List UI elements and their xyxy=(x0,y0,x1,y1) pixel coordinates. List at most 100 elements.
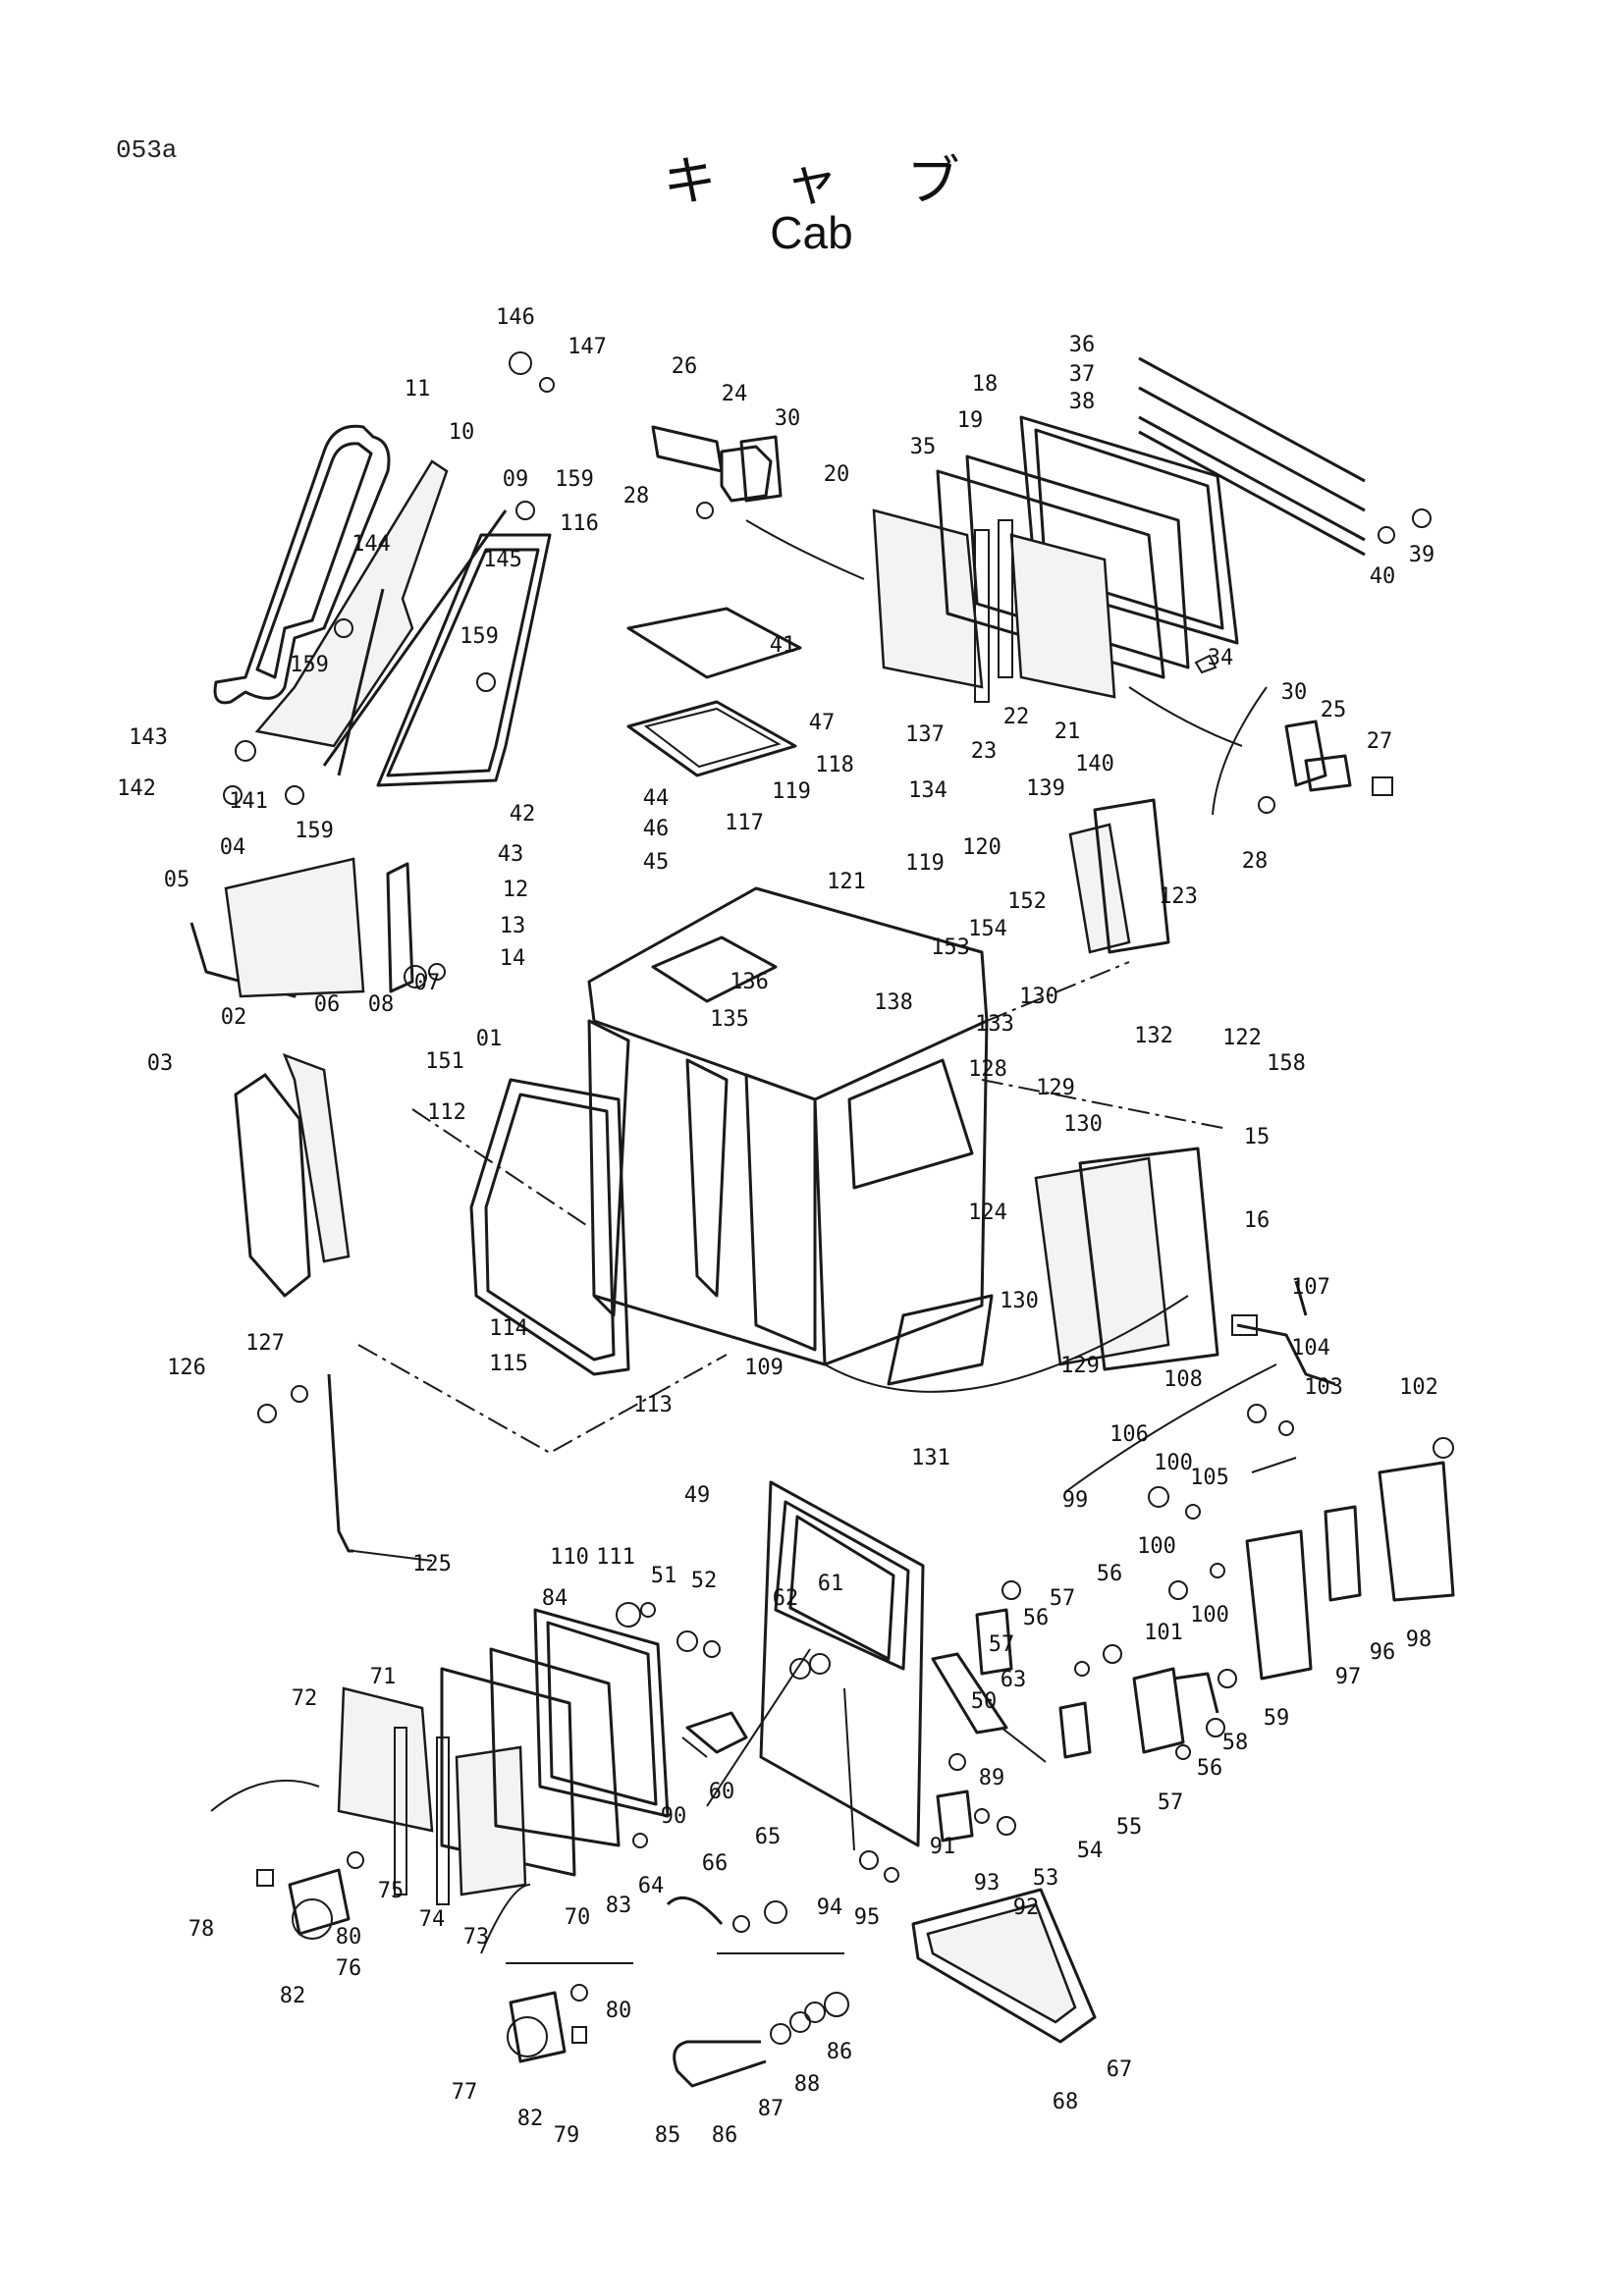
callout-22: 22 xyxy=(1003,705,1030,729)
callout-47: 47 xyxy=(809,711,836,735)
callout-43: 43 xyxy=(498,842,524,867)
callout-18: 18 xyxy=(972,372,999,397)
block-108 xyxy=(1231,1314,1258,1336)
screw-39 xyxy=(1412,508,1432,528)
roller-159-a xyxy=(515,501,535,520)
callout-60: 60 xyxy=(709,1780,735,1804)
front-window-seal xyxy=(234,1052,630,1376)
frame-84 xyxy=(533,1608,670,1818)
callout-68: 68 xyxy=(1053,2090,1079,2114)
callout-96: 96 xyxy=(1370,1640,1396,1665)
callout-16: 16 xyxy=(1244,1208,1271,1233)
callout-85: 85 xyxy=(655,2123,681,2148)
callout-50: 50 xyxy=(971,1689,998,1714)
callout-66: 66 xyxy=(702,1851,729,1876)
front-lower-window xyxy=(189,857,446,998)
bolt-92 xyxy=(997,1816,1016,1836)
washer-57-b xyxy=(1074,1661,1090,1677)
callout-111: 111 xyxy=(596,1545,635,1570)
callout-131: 131 xyxy=(911,1446,950,1470)
frame-70 xyxy=(489,1647,621,1847)
u-bolt-85 xyxy=(673,2040,767,2088)
door-window xyxy=(774,1500,910,1671)
callout-127: 127 xyxy=(245,1331,285,1356)
channel-23 xyxy=(974,529,990,703)
door-49 xyxy=(759,1480,925,1851)
callout-74: 74 xyxy=(419,1907,446,1932)
rail-36 xyxy=(1138,356,1366,483)
plate-26 xyxy=(651,425,724,473)
callout-53: 53 xyxy=(1033,1866,1059,1891)
arrow-up xyxy=(843,1687,855,1851)
callout-54: 54 xyxy=(1077,1839,1104,1863)
bracket-06 xyxy=(386,862,414,993)
callout-06: 06 xyxy=(314,992,341,1017)
hatch-seal-47 xyxy=(626,700,797,777)
washer-40 xyxy=(1378,526,1395,544)
roof-opening xyxy=(651,935,778,1003)
callout-98: 98 xyxy=(1406,1628,1433,1652)
door-lock-lower xyxy=(506,1962,633,2063)
callout-58: 58 xyxy=(1222,1731,1249,1755)
arrow-curve xyxy=(824,1295,1189,1393)
callout-114: 114 xyxy=(489,1316,528,1341)
lever-60 xyxy=(685,1711,748,1754)
callout-21: 21 xyxy=(1055,720,1081,744)
rod-105 xyxy=(1251,1457,1297,1473)
callout-89: 89 xyxy=(979,1766,1005,1790)
callout-124: 124 xyxy=(968,1201,1007,1225)
callout-20: 20 xyxy=(824,462,850,487)
side-window-opening xyxy=(847,1058,974,1190)
screw-80 xyxy=(347,1851,364,1869)
callout-159: 159 xyxy=(295,819,334,843)
rail-38b xyxy=(1138,430,1366,557)
callout-91: 91 xyxy=(930,1835,956,1859)
callout-153: 153 xyxy=(931,935,970,960)
callout-14: 14 xyxy=(500,946,526,971)
bolt-94 xyxy=(859,1850,879,1870)
seal-16 xyxy=(1078,1147,1219,1371)
callout-151: 151 xyxy=(425,1049,464,1074)
handle-58 xyxy=(1172,1672,1219,1714)
plate-97 xyxy=(1245,1529,1313,1681)
callout-10: 10 xyxy=(449,420,475,445)
callout-26: 26 xyxy=(672,354,698,379)
side-wall xyxy=(813,1020,989,1366)
arrow-left xyxy=(706,1648,811,1807)
callout-129: 129 xyxy=(1036,1076,1075,1100)
bolt-146 xyxy=(509,351,532,375)
callout-40: 40 xyxy=(1370,564,1396,589)
door-lock-right xyxy=(1064,1280,1455,1681)
callout-119: 119 xyxy=(905,851,945,876)
channel-22 xyxy=(998,519,1013,678)
callout-82: 82 xyxy=(280,1984,306,2008)
lever-104 xyxy=(1236,1323,1336,1386)
callout-15: 15 xyxy=(1244,1125,1271,1149)
handrail xyxy=(327,1373,353,1553)
door-window-inner xyxy=(788,1515,895,1661)
frame-112 xyxy=(469,1078,630,1376)
callout-79: 79 xyxy=(554,2123,580,2148)
nut-102 xyxy=(1433,1437,1454,1459)
callout-63: 63 xyxy=(1001,1668,1027,1692)
callout-130: 130 xyxy=(1063,1112,1103,1137)
title-english: Cab xyxy=(770,207,853,258)
pin-64 xyxy=(666,1896,724,1925)
callout-76: 76 xyxy=(336,1956,362,1981)
callout-93: 93 xyxy=(974,1871,1001,1896)
rod-53 xyxy=(1001,1727,1047,1763)
callout-90: 90 xyxy=(661,1804,687,1829)
leader-125 xyxy=(352,1550,433,1562)
callout-70: 70 xyxy=(565,1905,591,1930)
assembly-line-4 xyxy=(981,1079,1228,1130)
washer-100-b xyxy=(1185,1504,1201,1520)
washer-66 xyxy=(732,1915,750,1933)
hinge-91 xyxy=(936,1789,974,1842)
nut-89 xyxy=(948,1753,966,1771)
callout-159: 159 xyxy=(290,653,329,677)
washer-100-a xyxy=(1278,1420,1294,1436)
frame-112-inner xyxy=(484,1093,616,1362)
callout-159: 159 xyxy=(555,467,594,492)
